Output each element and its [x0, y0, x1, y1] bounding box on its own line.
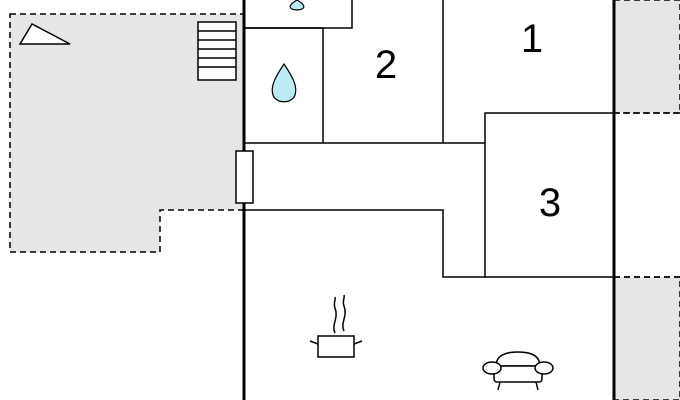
sofa-icon	[482, 351, 554, 391]
room-label-3: 3	[539, 181, 561, 225]
terrace-right-bottom	[613, 276, 680, 400]
water-drop-icon	[271, 62, 297, 103]
wall-living-top	[244, 209, 485, 278]
terrace-right-top	[613, 0, 680, 114]
building-floor	[244, 0, 614, 400]
stairs-icon	[197, 21, 237, 81]
compass-arrow-icon	[18, 23, 71, 45]
door-left	[235, 150, 254, 204]
room-label-2: 2	[375, 43, 397, 87]
water-drop-icon	[289, 0, 305, 11]
room-label-1: 1	[521, 17, 543, 61]
cooking-pot-icon	[309, 294, 363, 358]
bathroom-lower	[244, 27, 324, 143]
